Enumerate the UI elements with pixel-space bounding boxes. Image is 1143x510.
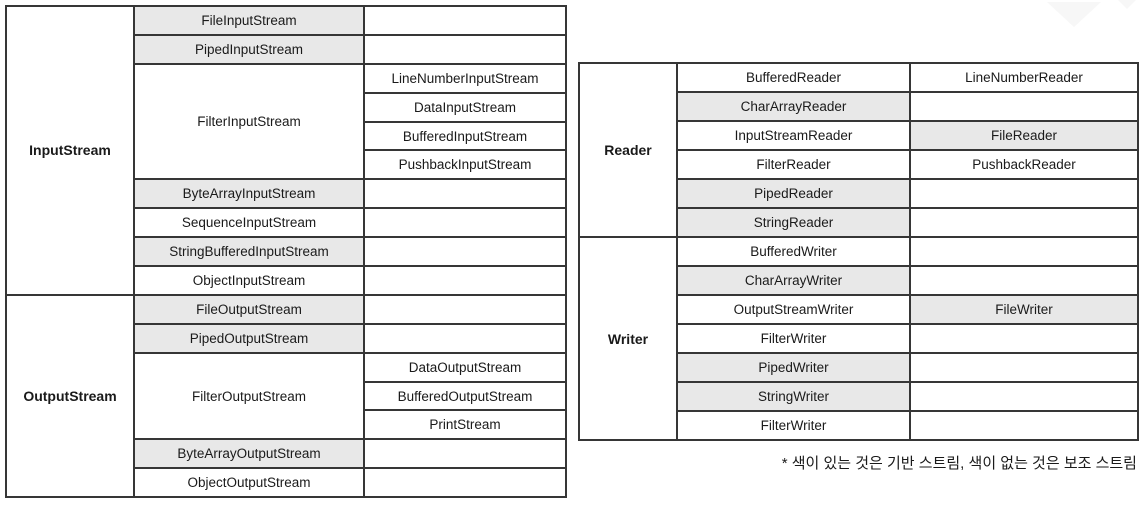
class-cell: InputStreamReader bbox=[676, 120, 911, 151]
empty-cell bbox=[363, 467, 567, 499]
class-cell: ObjectInputStream bbox=[133, 265, 365, 296]
class-cell: CharArrayWriter bbox=[676, 265, 911, 296]
table-row: Writer BufferedWriter bbox=[578, 236, 1139, 441]
table-row: DataInputStream bbox=[6, 91, 567, 123]
class-cell: FilterReader bbox=[676, 149, 911, 180]
empty-cell bbox=[363, 33, 567, 65]
class-cell: PushbackInputStream bbox=[363, 149, 567, 181]
table-row: FilterWriter bbox=[579, 323, 1139, 354]
empty-cell bbox=[363, 322, 567, 354]
class-cell: PipedInputStream bbox=[133, 33, 365, 65]
class-cell: BufferedOutputStream bbox=[363, 380, 567, 412]
table-row: FilterReader PushbackReader bbox=[579, 149, 1139, 180]
empty-cell bbox=[909, 207, 1139, 238]
class-cell: StringBufferedInputStream bbox=[133, 236, 365, 268]
class-cell: PrintStream bbox=[363, 409, 567, 441]
empty-cell bbox=[909, 352, 1139, 383]
table-row: SequenceInputStream bbox=[6, 207, 567, 239]
empty-cell bbox=[909, 265, 1139, 296]
empty-cell bbox=[909, 410, 1139, 441]
table-row: ObjectOutputStream bbox=[6, 467, 567, 499]
class-cell: BufferedInputStream bbox=[363, 120, 567, 152]
class-cell: StringReader bbox=[676, 207, 911, 238]
class-cell: StringWriter bbox=[676, 381, 911, 412]
table-row: OutputStream FileOutputStream bbox=[5, 293, 567, 499]
class-cell: PipedWriter bbox=[676, 352, 911, 383]
table-row: OutputStreamWriter FileWriter bbox=[579, 294, 1139, 325]
class-cell: LineNumberReader bbox=[909, 62, 1139, 93]
empty-cell bbox=[363, 5, 567, 36]
class-cell: FilterInputStream bbox=[133, 62, 365, 181]
class-cell: DataOutputStream bbox=[363, 351, 567, 383]
watermark-triangle-icon bbox=[1047, 2, 1101, 27]
char-stream-table: Reader BufferedReader LineNumberReader C… bbox=[578, 62, 1139, 441]
table-row: FilterOutputStream DataOutputStream bbox=[6, 351, 567, 441]
table-row: StringWriter bbox=[579, 381, 1139, 412]
table-row: PushbackInputStream bbox=[6, 149, 567, 181]
watermark-notch-icon bbox=[1118, 0, 1136, 9]
class-cell: PipedReader bbox=[676, 178, 911, 209]
class-cell: FilterWriter bbox=[676, 323, 911, 354]
class-cell: DataInputStream bbox=[363, 91, 567, 123]
table-row: PipedOutputStream bbox=[6, 322, 567, 354]
class-cell: FilterWriter bbox=[676, 410, 911, 441]
table-row: BufferedInputStream bbox=[6, 120, 567, 152]
class-cell: FilterOutputStream bbox=[133, 351, 365, 441]
class-cell: SequenceInputStream bbox=[133, 207, 365, 239]
empty-cell bbox=[909, 323, 1139, 354]
table-row: ObjectInputStream bbox=[6, 265, 567, 296]
table-row: ByteArrayInputStream bbox=[6, 178, 567, 210]
empty-cell bbox=[363, 236, 567, 268]
table-row: StringReader bbox=[579, 207, 1139, 238]
table-row: CharArrayWriter bbox=[579, 265, 1139, 296]
class-cell: BufferedReader bbox=[676, 62, 911, 93]
class-cell: ObjectOutputStream bbox=[133, 467, 365, 499]
class-cell: BufferedWriter bbox=[676, 236, 911, 267]
table-row: ByteArrayOutputStream bbox=[6, 438, 567, 470]
table-row: CharArrayReader bbox=[579, 91, 1139, 122]
empty-cell bbox=[363, 207, 567, 239]
table-row: FilterInputStream LineNumberInputStream bbox=[6, 62, 567, 181]
section-header-writer: Writer bbox=[578, 236, 678, 441]
table-row: InputStream FileInputStream bbox=[5, 5, 567, 296]
legend-footnote: * 색이 있는 것은 기반 스트림, 색이 없는 것은 보조 스트림 bbox=[781, 455, 1137, 472]
empty-cell bbox=[909, 236, 1139, 267]
section-header-reader: Reader bbox=[578, 62, 678, 238]
section-header-inputstream: InputStream bbox=[5, 5, 135, 296]
class-cell: FileOutputStream bbox=[133, 293, 365, 325]
table-row: BufferedOutputStream bbox=[6, 380, 567, 412]
table-row: StringBufferedInputStream bbox=[6, 236, 567, 268]
class-cell: ByteArrayOutputStream bbox=[133, 438, 365, 470]
table-row: PipedWriter bbox=[579, 352, 1139, 383]
class-cell: FileWriter bbox=[909, 294, 1139, 325]
class-cell: FileReader bbox=[909, 120, 1139, 151]
table-row: Reader BufferedReader LineNumberReader bbox=[578, 62, 1139, 238]
class-cell: LineNumberInputStream bbox=[363, 62, 567, 94]
table-row: PrintStream bbox=[6, 409, 567, 441]
class-cell: ByteArrayInputStream bbox=[133, 178, 365, 210]
empty-cell bbox=[363, 293, 567, 325]
class-cell: PipedOutputStream bbox=[133, 322, 365, 354]
table-row: PipedInputStream bbox=[6, 33, 567, 65]
table-row: FilterWriter bbox=[579, 410, 1139, 441]
class-cell: CharArrayReader bbox=[676, 91, 911, 122]
empty-cell bbox=[363, 438, 567, 470]
section-header-outputstream: OutputStream bbox=[5, 293, 135, 499]
table-row: PipedReader bbox=[579, 178, 1139, 209]
empty-cell bbox=[363, 178, 567, 210]
table-row: InputStreamReader FileReader bbox=[579, 120, 1139, 151]
empty-cell bbox=[363, 265, 567, 296]
class-cell: FileInputStream bbox=[133, 5, 365, 36]
class-cell: OutputStreamWriter bbox=[676, 294, 911, 325]
byte-stream-table: InputStream FileInputStream PipedInputSt… bbox=[5, 5, 567, 499]
empty-cell bbox=[909, 91, 1139, 122]
empty-cell bbox=[909, 381, 1139, 412]
empty-cell bbox=[909, 178, 1139, 209]
class-cell: PushbackReader bbox=[909, 149, 1139, 180]
